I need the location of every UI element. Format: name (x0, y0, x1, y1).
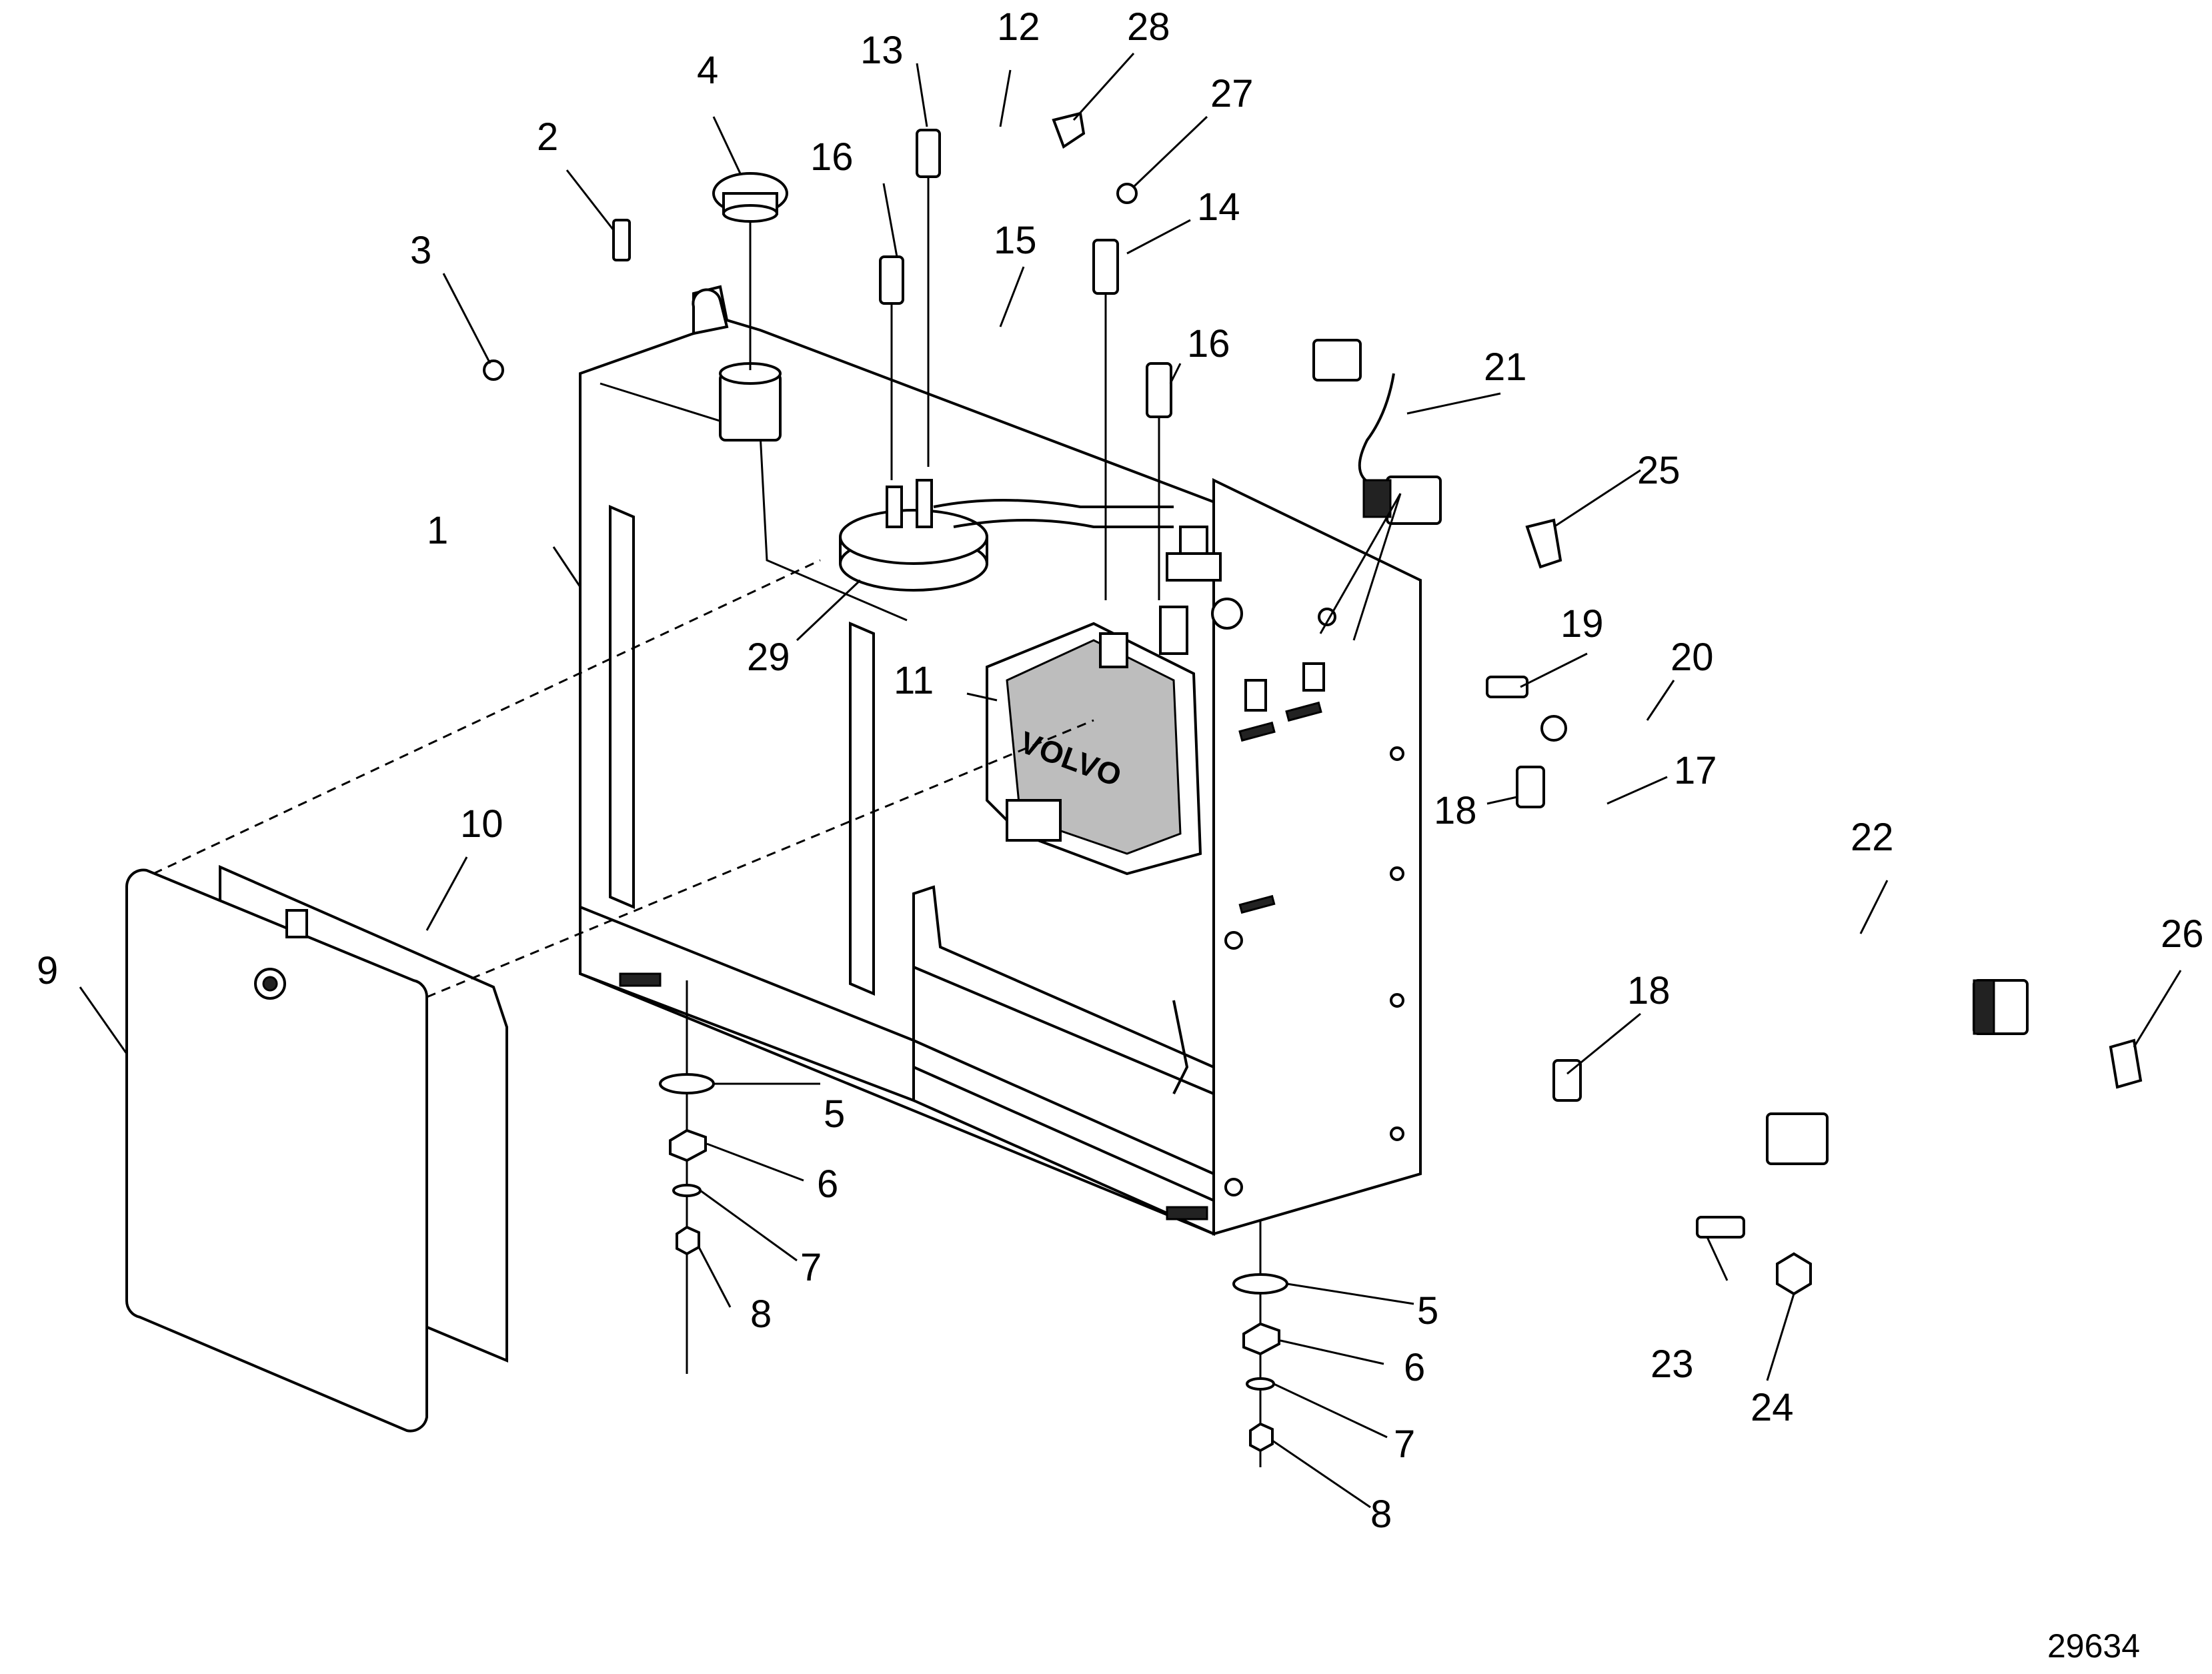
service-cover-and-gasket (125, 559, 1094, 1433)
callout-18: 18 (1627, 969, 1671, 1012)
callout-26: 26 (2161, 912, 2204, 956)
callout-3: 3 (410, 229, 431, 272)
callout-16: 16 (810, 135, 854, 179)
callout-28: 28 (1127, 5, 1170, 49)
callout-25: 25 (1637, 449, 1681, 492)
callout-7: 7 (800, 1246, 822, 1289)
callout-4: 4 (697, 49, 718, 92)
heater-unit: VOLVO (986, 526, 1243, 876)
callout-14: 14 (1197, 185, 1240, 229)
mounting-hardware (659, 980, 1288, 1467)
drawing-reference-number: 29634 (2047, 1627, 2140, 1665)
callout-27: 27 (1210, 72, 1254, 115)
filler-neck-and-cap (712, 172, 788, 442)
callout-15: 15 (994, 219, 1037, 262)
callout-17: 17 (1674, 749, 1717, 792)
callout-24: 24 (1751, 1386, 1794, 1429)
callout-5: 5 (824, 1092, 845, 1136)
callout-23: 23 (1650, 1343, 1694, 1386)
callout-6: 6 (817, 1162, 838, 1206)
callout-13: 13 (860, 29, 904, 72)
callout-21: 21 (1484, 345, 1527, 389)
callout-19: 19 (1560, 602, 1604, 646)
callout-labels: 1 2 3 4 5 5 6 6 7 7 8 8 9 10 11 12 13 14… (37, 5, 2204, 1536)
callout-20: 20 (1671, 636, 1714, 679)
callout-22: 22 (1851, 816, 1894, 859)
callout-6: 6 (1404, 1346, 1425, 1389)
callout-8: 8 (750, 1293, 772, 1336)
leader-lines (79, 52, 2182, 1509)
callout-7: 7 (1394, 1423, 1415, 1466)
callout-29: 29 (747, 636, 790, 679)
callout-10: 10 (460, 802, 503, 846)
callout-9: 9 (37, 949, 58, 992)
callout-5: 5 (1417, 1289, 1438, 1333)
callout-16: 16 (1187, 322, 1230, 365)
callout-11: 11 (894, 659, 934, 702)
callout-18: 18 (1434, 789, 1477, 832)
connectors-and-sensors (483, 111, 2143, 1296)
callout-12: 12 (997, 5, 1040, 49)
header-tank (839, 479, 1174, 592)
hose-fittings (879, 129, 1582, 1102)
callout-8: 8 (1370, 1493, 1392, 1536)
callout-2: 2 (537, 115, 558, 159)
callout-1: 1 (427, 509, 448, 552)
